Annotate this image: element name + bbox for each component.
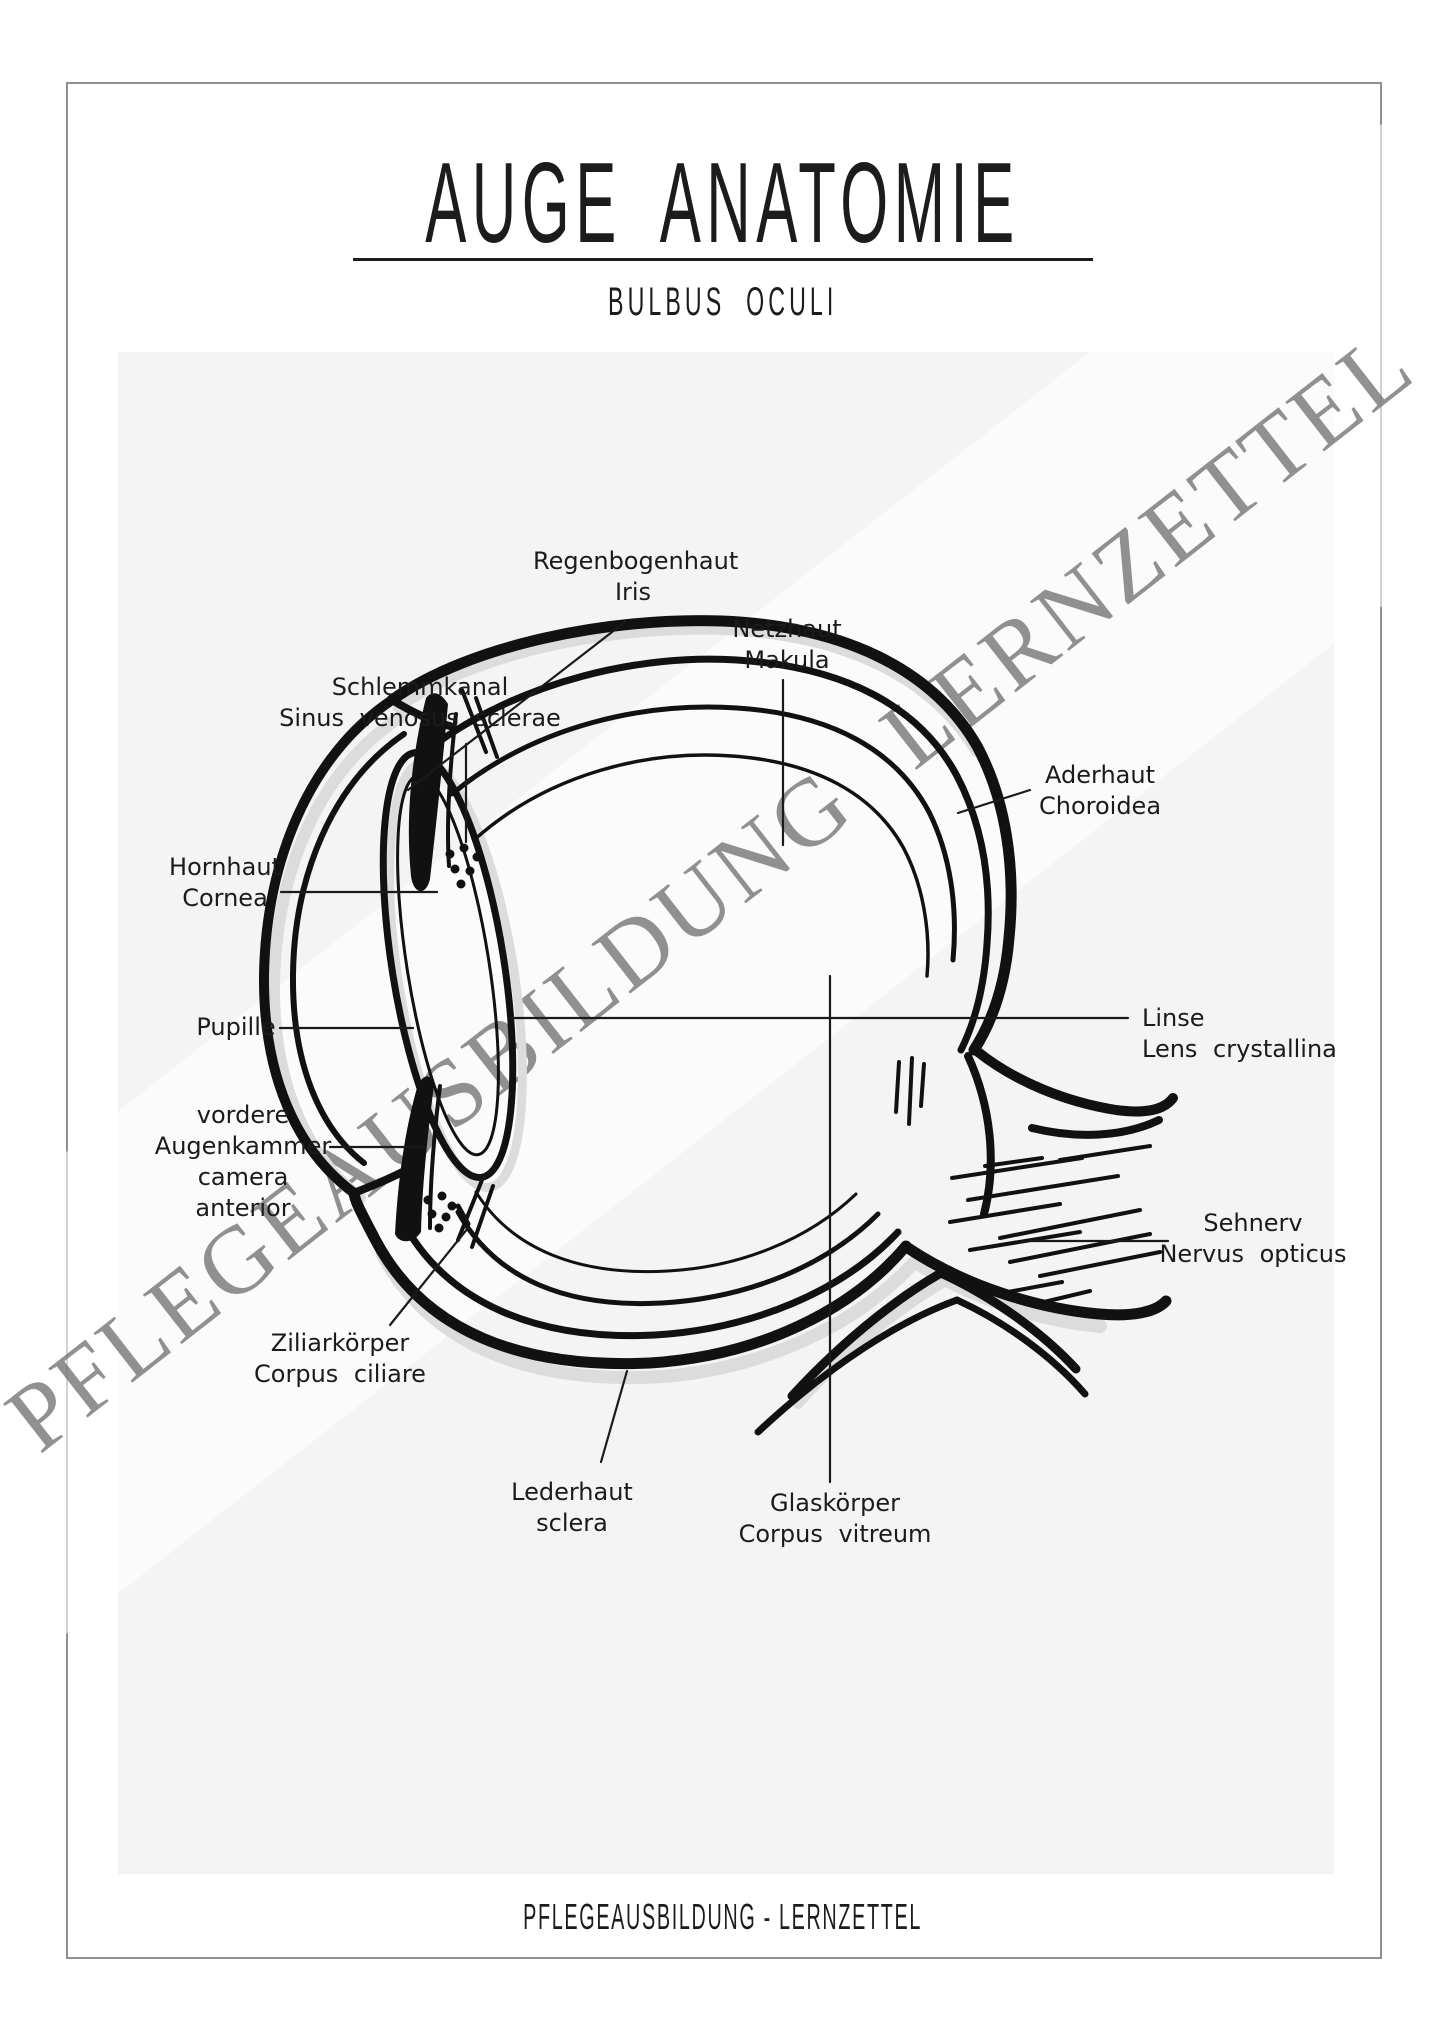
sclera-inner-layer-top (426, 655, 992, 1054)
cornea-outer-line (258, 695, 397, 1198)
ciliary-tick (455, 1203, 471, 1227)
label-anterior-chamber-de: vordere Augenkammer (154, 1101, 332, 1160)
label-ciliary-body-de: Ziliarkörper (270, 1329, 410, 1357)
label-iris-la: Iris (614, 578, 652, 606)
label-vitreous-de: Glaskörper (770, 1489, 900, 1517)
cornea-inner-line (289, 731, 407, 1166)
shadow-globe-top (393, 624, 981, 757)
label-sclera: Lederhaut sclera (472, 1477, 672, 1539)
iris-upper-inner-line (445, 712, 458, 868)
label-optic-nerve: Sehnerv Nervus opticus (1133, 1208, 1373, 1270)
label-sclera-de: Lederhaut (511, 1478, 633, 1506)
label-retina-la: Makula (744, 646, 830, 674)
ciliary-body-dots (423, 1191, 457, 1233)
optic-nerve-lower-edge (902, 1242, 1172, 1321)
label-schlemm-canal: Schlemmkanal Sinus venosus sclerae (255, 672, 585, 734)
fovea-strokes (894, 1056, 926, 1126)
nerve-sheath-chevrons (754, 1268, 1089, 1436)
choroid-layer-bottom (455, 1209, 881, 1307)
label-cornea-la: Cornea (182, 884, 268, 912)
label-lens-la: Lens crystallina (1142, 1035, 1337, 1063)
retina-layer-top (472, 753, 930, 978)
page-title: AUGE ANATOMIE (425, 138, 1020, 267)
eye-back-wall (964, 1052, 995, 1218)
optic-nerve-vessel (1028, 1116, 1163, 1139)
shadow-globe-bottom (375, 1247, 925, 1385)
label-anterior-chamber-la: camera anterior (195, 1163, 291, 1222)
leader-lines (278, 620, 1170, 1484)
leader-iris (406, 620, 627, 792)
sclera-outline-top (386, 615, 1017, 1056)
label-iris-de: Regenbogenhaut (533, 547, 739, 575)
sclera-outline-bottom (348, 1187, 912, 1370)
page-subtitle: BULBUS OCULI (607, 280, 838, 324)
zonule-fibers (456, 688, 499, 1249)
title-underline (353, 258, 1093, 261)
leader-ciliary-body (388, 1226, 470, 1327)
sclera-inner-layer-bottom (400, 1220, 902, 1340)
label-vitreous-la: Corpus vitreum (738, 1520, 932, 1548)
label-retina-macula: Netzhaut Makula (687, 614, 887, 676)
label-optic-nerve-de: Sehnerv (1203, 1209, 1303, 1237)
schlemm-canal-dots (445, 843, 482, 889)
label-sclera-la: sclera (536, 1509, 608, 1537)
label-choroid-la: Choroidea (1038, 792, 1162, 820)
optic-nerve-hatching (948, 1144, 1162, 1304)
label-retina-de: Netzhaut (732, 615, 842, 643)
footer-text: PFLEGEAUSBILDUNG - LERNZETTEL (523, 1896, 922, 1937)
label-vitreous-body: Glaskörper Corpus vitreum (705, 1488, 965, 1550)
label-cornea-de: Hornhaut (169, 853, 281, 881)
label-ciliary-body-la: Corpus ciliare (254, 1360, 426, 1388)
label-choroid-de: Aderhaut (1045, 761, 1155, 789)
label-optic-nerve-la: Nervus opticus (1159, 1240, 1347, 1268)
choroid-layer-top (449, 704, 957, 963)
label-iris: Regenbogenhaut Iris (533, 546, 739, 608)
label-cornea: Hornhaut Cornea (135, 852, 315, 914)
leader-choroid (956, 788, 1032, 815)
optic-nerve-upper-edge (973, 1047, 1178, 1117)
iris-lower-shape (395, 1076, 434, 1242)
retina-layer-bottom (474, 1190, 858, 1274)
label-choroid: Aderhaut Choroidea (1000, 760, 1200, 822)
label-pupil: Pupille (146, 1012, 326, 1043)
label-pupil-de: Pupille (196, 1013, 276, 1041)
leader-sclera (599, 1369, 629, 1464)
label-lens: Linse Lens crystallina (1142, 1003, 1412, 1065)
iris-upper-shape (408, 693, 448, 892)
label-ciliary-body: Ziliarkörper Corpus ciliare (240, 1328, 440, 1390)
label-schlemm-la: Sinus venosus sclerae (279, 704, 561, 732)
page-border-frame (66, 82, 1382, 1959)
label-anterior-chamber: vordere Augenkammer camera anterior (143, 1100, 343, 1224)
label-lens-de: Linse (1142, 1004, 1205, 1032)
label-schlemm-de: Schlemmkanal (331, 673, 509, 701)
